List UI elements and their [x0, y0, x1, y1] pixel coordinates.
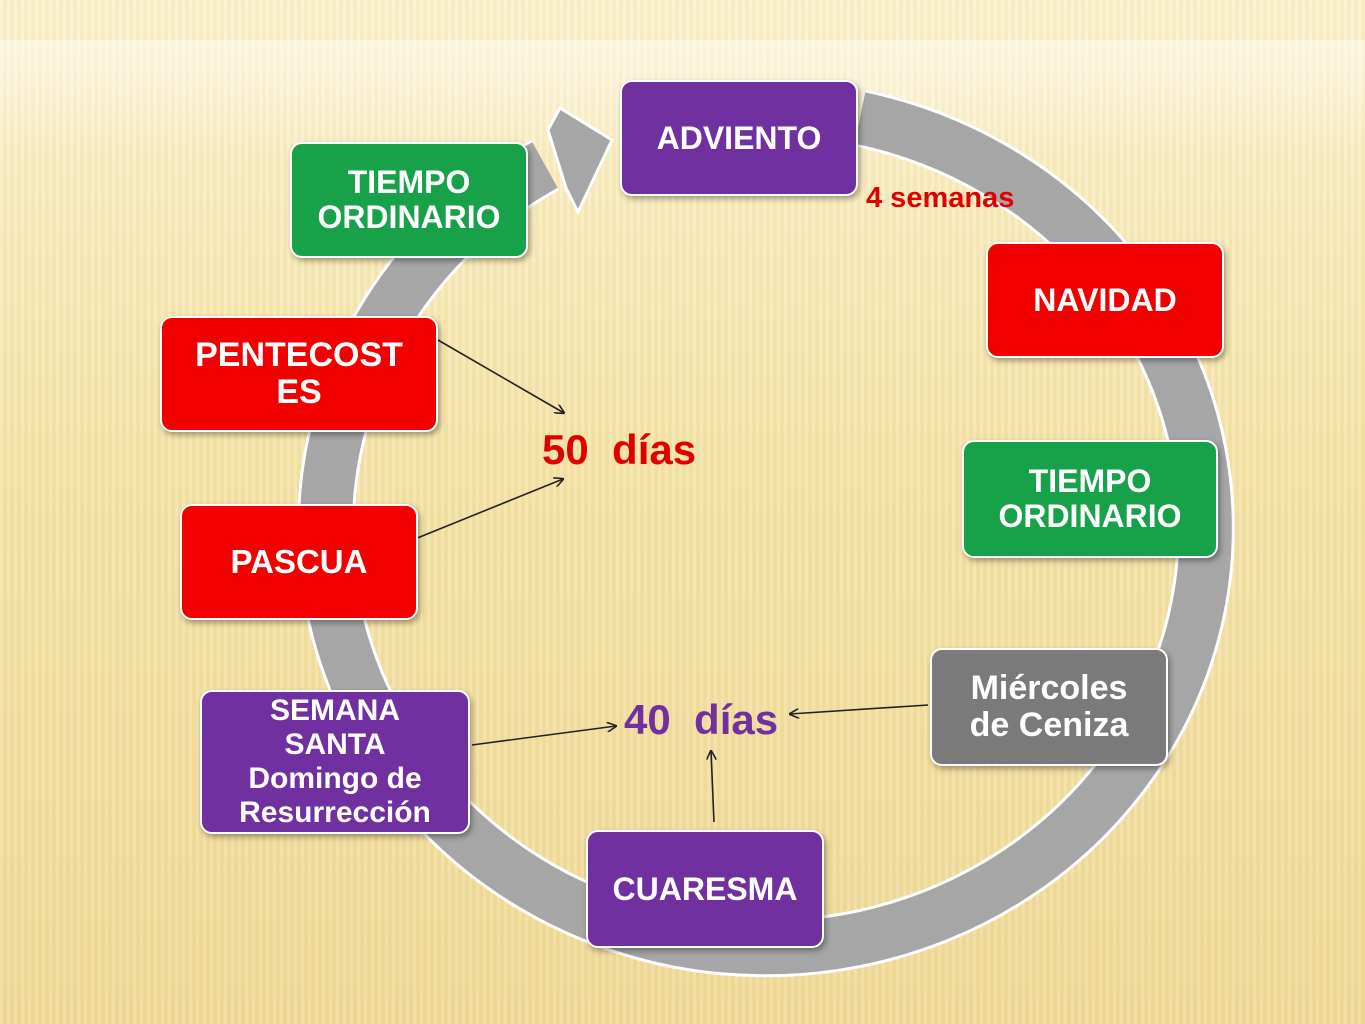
arrow-miercoles-to-40 — [790, 704, 929, 714]
node-tiempo-ordinario-right: TIEMPO ORDINARIO — [962, 440, 1218, 558]
arrow-pentecostes-to-50 — [437, 339, 564, 413]
cycle-arrowhead — [546, 105, 614, 216]
node-pascua: PASCUA — [180, 504, 418, 620]
node-pentecostes: PENTECOST ES — [160, 316, 438, 432]
arrow-semana-santa-to-40 — [471, 726, 616, 746]
node-navidad: NAVIDAD — [986, 242, 1224, 358]
label-4-semanas: 4 semanas — [866, 182, 1015, 214]
node-semana-santa: SEMANA SANTA Domingo de Resurrección — [200, 690, 470, 834]
arrow-pascua-to-50 — [404, 479, 563, 544]
arrow-cuaresma-to-40 — [711, 751, 714, 823]
node-cuaresma: CUARESMA — [586, 830, 824, 948]
node-adviento: ADVIENTO — [620, 80, 858, 196]
node-miercoles-de-ceniza: Miércoles de Ceniza — [930, 648, 1168, 766]
node-tiempo-ordinario-left: TIEMPO ORDINARIO — [290, 142, 528, 258]
label-50-dias: 50 días — [542, 426, 697, 473]
label-40-dias: 40 días — [624, 696, 779, 743]
